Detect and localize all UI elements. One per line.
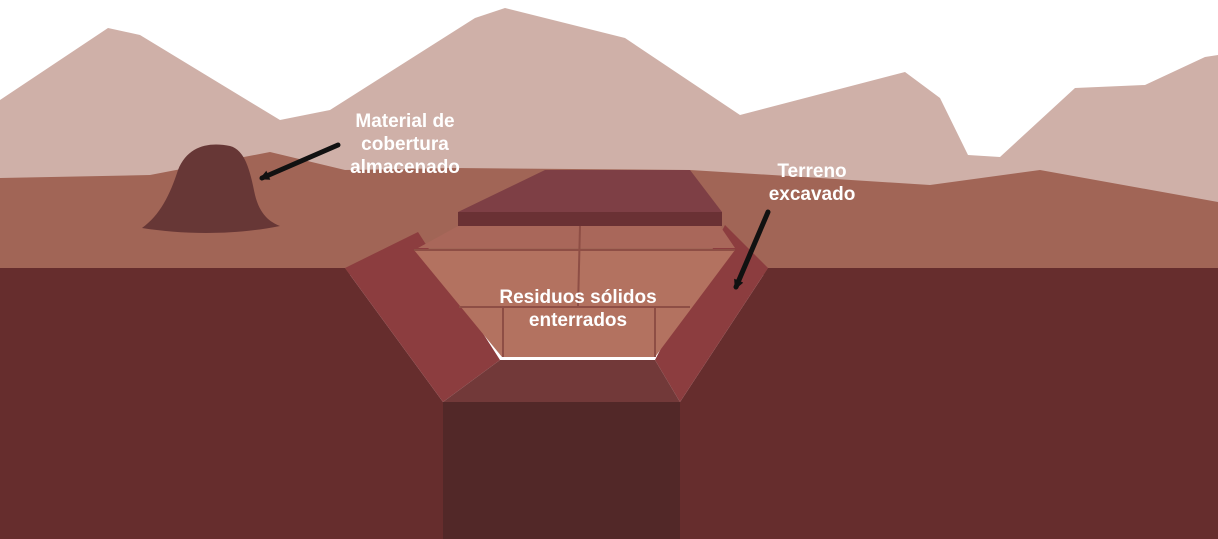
label-line: enterrados — [528, 310, 628, 331]
soil-cross-section-right — [680, 268, 1218, 539]
arrow-icon — [733, 209, 771, 290]
trench-floor — [443, 360, 680, 402]
top-cover-layer-edge — [458, 212, 722, 226]
label-line: Residuos sólidos — [499, 287, 657, 308]
label-stored-cover-material: Material de cobertura almacenado — [350, 110, 460, 179]
label-line: excavado — [768, 184, 856, 205]
label-line: almacenado — [350, 157, 460, 178]
label-excavated-terrain: Terreno excavado — [769, 160, 856, 206]
label-line: cobertura — [361, 134, 449, 155]
soil-cross-section — [0, 268, 443, 539]
label-buried-solid-waste: Residuos sólidos enterrados — [499, 286, 656, 332]
arrow-icon — [259, 142, 341, 181]
trench-wall-right — [655, 225, 768, 402]
waste-cell-seams — [414, 225, 735, 357]
label-line: Material de — [355, 111, 455, 132]
trench-wall-left — [345, 232, 500, 402]
waste-cells-top — [418, 226, 735, 248]
pit-bottom — [443, 402, 680, 539]
top-cover-layer — [458, 170, 722, 212]
stored-cover-pile — [142, 144, 280, 233]
label-line: Terreno — [777, 161, 847, 182]
